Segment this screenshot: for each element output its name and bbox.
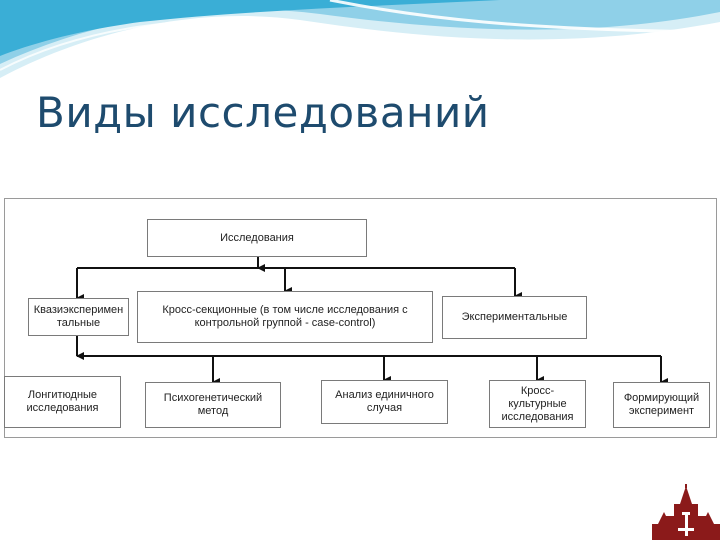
node-quasi-experimental: Квазиэксперимен тальные: [28, 298, 129, 336]
node-cross-sectional: Кросс-секционные (в том числе исследован…: [137, 291, 433, 343]
node-psychogenetic: Психогенетический метод: [145, 382, 281, 428]
node-single-case: Анализ единичного случая: [321, 380, 448, 424]
node-longitudinal: Лонгитюдные исследования: [4, 376, 121, 428]
node-root: Исследования: [147, 219, 367, 257]
slide-title: Виды исследований: [36, 88, 490, 137]
header-wave-decoration: [0, 0, 720, 78]
university-building-emblem-icon: [652, 484, 720, 540]
node-experimental: Экспериментальные: [442, 296, 587, 339]
node-formative: Формирующий эксперимент: [613, 382, 710, 428]
node-cross-cultural: Кросс-культурные исследования: [489, 380, 586, 428]
